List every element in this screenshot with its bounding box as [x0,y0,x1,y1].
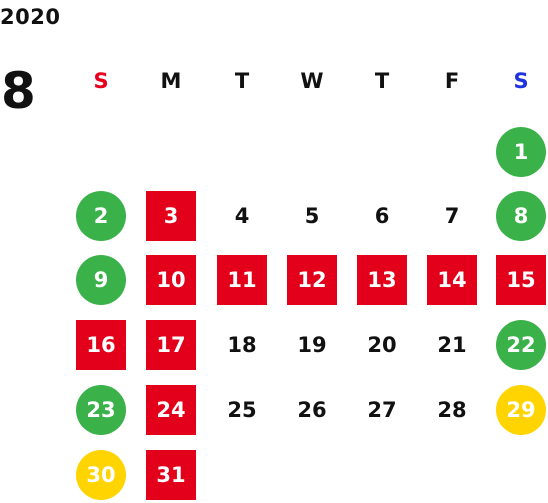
day-24-red-box: 24 [146,385,196,435]
weekday-header-0: S [93,69,109,93]
day-12-red-box: 12 [287,255,337,305]
day-10-red-box: 10 [146,255,196,305]
day-3-red-box: 3 [146,191,196,241]
day-15-red-box: 15 [496,255,546,305]
day-31-red-box: 31 [146,450,196,500]
day-30-yellow-circle: 30 [76,450,126,500]
day-7: 7 [444,204,460,228]
day-14-red-box: 14 [427,255,477,305]
weekday-header-3: W [300,69,324,93]
day-28: 28 [437,398,467,422]
weekday-header-4: T [374,69,390,93]
day-16-red-box: 16 [76,320,126,370]
day-27: 27 [367,398,397,422]
calendar-year: 2020 [0,5,61,29]
weekday-header-1: M [160,69,182,93]
day-21: 21 [437,333,467,357]
day-20: 20 [367,333,397,357]
weekday-header-5: F [444,69,460,93]
day-4: 4 [234,204,250,228]
day-9-green-circle: 9 [76,255,126,305]
day-13-red-box: 13 [357,255,407,305]
day-18: 18 [227,333,257,357]
day-23-green-circle: 23 [76,385,126,435]
day-11-red-box: 11 [217,255,267,305]
day-5: 5 [304,204,320,228]
day-17-red-box: 17 [146,320,196,370]
day-6: 6 [374,204,390,228]
weekday-header-2: T [234,69,250,93]
day-22-green-circle: 22 [496,320,546,370]
day-1-green-circle: 1 [496,127,546,177]
day-8-green-circle: 8 [496,191,546,241]
calendar-month: 8 [1,62,36,120]
day-26: 26 [297,398,327,422]
day-2-green-circle: 2 [76,191,126,241]
day-19: 19 [297,333,327,357]
day-25: 25 [227,398,257,422]
weekday-header-6: S [513,69,529,93]
day-29-yellow-circle: 29 [496,385,546,435]
